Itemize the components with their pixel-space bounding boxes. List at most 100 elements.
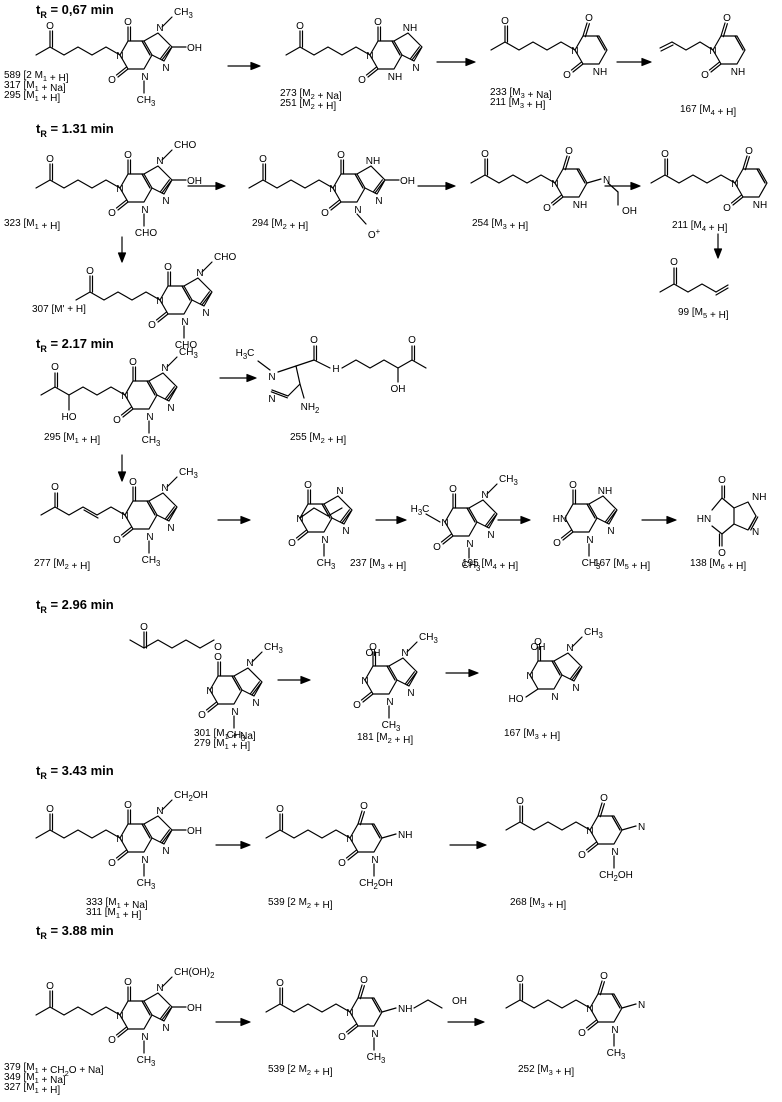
atom-label: O bbox=[198, 710, 206, 721]
mass-ion-labels: 167 [M4 + H] bbox=[680, 104, 736, 118]
atom-label: N bbox=[336, 486, 343, 497]
ion-label: 251 [M2 + H] bbox=[280, 98, 336, 112]
atom-label: N bbox=[156, 23, 163, 34]
atom-label: CH3 bbox=[137, 878, 156, 891]
atom-label: N bbox=[586, 826, 593, 837]
retention-time-label: tR = 3.88 min bbox=[36, 923, 114, 941]
mass-ion-labels: 268 [M3 + H] bbox=[510, 897, 566, 911]
atom-label: O bbox=[481, 149, 489, 160]
atom-label: CH2OH bbox=[174, 790, 208, 803]
reaction-arrow bbox=[417, 181, 456, 191]
atom-label: O bbox=[148, 320, 156, 331]
reaction-arrow bbox=[277, 675, 311, 685]
atom-label: H3C bbox=[236, 348, 255, 361]
atom-label: N bbox=[407, 688, 414, 699]
atom-label: N bbox=[572, 683, 579, 694]
atom-label: N bbox=[375, 196, 382, 207]
atom-label: N bbox=[202, 308, 209, 319]
atom-label: N bbox=[586, 1004, 593, 1015]
mass-ion-labels: 233 [M3 + Na]211 [M3 + H] bbox=[490, 87, 552, 111]
atom-label: NH bbox=[731, 67, 745, 78]
atom-label: N bbox=[196, 268, 203, 279]
atom-label: O bbox=[288, 538, 296, 549]
ion-label: 307 [M' + H] bbox=[32, 304, 86, 315]
atom-label: O bbox=[46, 981, 54, 992]
ion-label: 333 [M1 + Na] bbox=[86, 897, 148, 911]
atom-label: CH3 bbox=[382, 720, 401, 733]
ion-label: 252 [M3 + H] bbox=[518, 1064, 574, 1078]
atom-label: CH3 bbox=[179, 467, 198, 480]
reaction-arrow bbox=[641, 515, 677, 525]
atom-label: O bbox=[124, 800, 132, 811]
atom-label: NH bbox=[388, 72, 402, 83]
mass-ion-labels: 99 [M5 + H] bbox=[678, 307, 729, 321]
atom-label: N bbox=[354, 205, 361, 216]
mass-ion-labels: 294 [M2 + H] bbox=[252, 218, 308, 232]
atom-label: OH bbox=[531, 642, 546, 653]
atom-label: CH3 bbox=[174, 7, 193, 20]
atom-label: O bbox=[449, 484, 457, 495]
ion-label: 237 [M3 + H] bbox=[350, 558, 406, 572]
ion-label: 254 [M3 + H] bbox=[472, 218, 528, 232]
mass-ion-labels: 181 [M2 + H] bbox=[357, 732, 413, 746]
atom-label: N bbox=[156, 983, 163, 994]
ion-label: 539 [2 M2 + H] bbox=[268, 1064, 333, 1078]
reaction-arrow bbox=[616, 57, 652, 67]
retention-time-heading: tR = 3.43 min bbox=[36, 763, 114, 781]
retention-time-heading: tR = 2.17 min bbox=[36, 336, 114, 354]
retention-time-label: tR = 2.17 min bbox=[36, 336, 114, 354]
atom-label: O bbox=[718, 548, 726, 559]
ion-label: 589 [2 M1 + H] bbox=[4, 70, 69, 84]
atom-label: O bbox=[600, 971, 608, 982]
atom-label: N bbox=[638, 822, 645, 833]
atom-label: NH bbox=[398, 830, 412, 841]
atom-label: O bbox=[360, 975, 368, 986]
ion-label: 181 [M2 + H] bbox=[357, 732, 413, 746]
atom-label: N bbox=[296, 514, 303, 525]
atom-label: CHO bbox=[175, 340, 197, 351]
atom-label: N bbox=[466, 539, 473, 550]
reaction-arrow bbox=[436, 57, 476, 67]
atom-label: N bbox=[481, 490, 488, 501]
atom-label: O bbox=[129, 477, 137, 488]
mass-ion-labels: 195 [M4 + H] bbox=[462, 558, 518, 572]
atom-label: O bbox=[46, 804, 54, 815]
atom-label: O bbox=[129, 357, 137, 368]
atom-label: NH bbox=[366, 156, 380, 167]
atom-label: O bbox=[46, 21, 54, 32]
atom-label: O bbox=[553, 538, 561, 549]
mass-ion-labels: 167 [M5 + H] bbox=[594, 558, 650, 572]
atom-label: N bbox=[167, 523, 174, 534]
mass-ion-labels: 589 [2 M1 + H]317 [M1 + Na]295 [M1 + H] bbox=[4, 70, 69, 104]
mass-ion-labels: 211 [M4 + H] bbox=[672, 220, 728, 234]
atom-label: N bbox=[141, 205, 148, 216]
atom-label: N bbox=[116, 184, 123, 195]
atom-label: N bbox=[162, 63, 169, 74]
atom-label: OH bbox=[187, 826, 202, 837]
atom-label: N bbox=[709, 46, 716, 57]
mass-ion-labels: 254 [M3 + H] bbox=[472, 218, 528, 232]
atom-label: N bbox=[329, 184, 336, 195]
reaction-arrow bbox=[219, 373, 257, 383]
mass-ion-labels: 252 [M3 + H] bbox=[518, 1064, 574, 1078]
ion-label: 323 [M1 + H] bbox=[4, 218, 60, 232]
atom-label: N bbox=[231, 707, 238, 718]
mass-ion-labels: 273 [M2 + Na]251 [M2 + H] bbox=[280, 88, 342, 112]
ion-label: 233 [M3 + Na] bbox=[490, 87, 552, 101]
ion-label: 327 [M1 + H] bbox=[4, 1082, 60, 1096]
atom-label: O bbox=[543, 203, 551, 214]
ion-label: 317 [M1 + Na] bbox=[4, 80, 66, 94]
atom-label: CH3 bbox=[462, 560, 481, 573]
reaction-arrow bbox=[375, 515, 407, 525]
reaction-arrow bbox=[449, 840, 487, 850]
atom-label: O bbox=[214, 652, 222, 663]
atom-label: CH3 bbox=[499, 474, 518, 487]
atom-label: NH2 bbox=[301, 402, 320, 415]
